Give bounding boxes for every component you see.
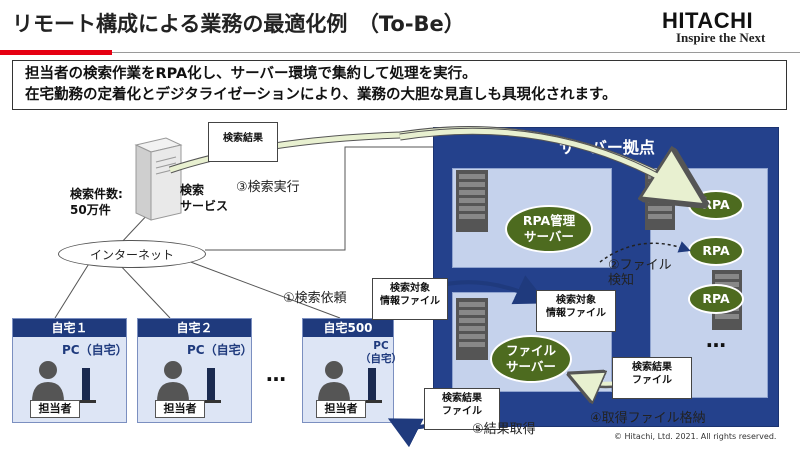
doc-search-target-mid: 検索対象 情報ファイル	[536, 290, 616, 332]
search-service-label: 検索 サービス	[180, 183, 229, 213]
rpa-node: RPA	[688, 284, 744, 314]
homes-ellipsis: …	[266, 362, 286, 386]
person-at-pc-icon	[318, 361, 382, 403]
home-title: 自宅１	[13, 319, 126, 337]
step-4-label: ④取得ファイル格納	[590, 411, 706, 426]
person-tag: 担当者	[155, 400, 205, 418]
arrow-search-exec-return	[399, 128, 692, 198]
title-accent-bar	[0, 50, 112, 55]
rpa-node-label: RPA	[702, 291, 730, 306]
rpa-manager-server: RPA管理 サーバー	[505, 205, 593, 253]
rpa-node-label: RPA	[702, 243, 730, 258]
doc-search-result-bottom: 検索結果 ファイル	[424, 388, 500, 430]
pc-label: PC（自宅）	[187, 343, 253, 357]
title-divider	[112, 52, 800, 53]
summary-line-1: 担当者の検索作業をRPA化し、サーバー環境で集約して処理を実行。	[25, 66, 477, 82]
internet-cloud: インターネット	[58, 240, 206, 268]
person-at-pc-icon	[32, 361, 96, 403]
home-title: 自宅500	[303, 319, 393, 337]
brand-tagline: Inspire the Next	[676, 30, 766, 45]
rack-server-icon	[456, 298, 488, 360]
person-at-pc-icon	[157, 361, 221, 403]
doc-search-target-left: 検索対象 情報ファイル	[372, 278, 448, 320]
internet-label: インターネット	[89, 247, 174, 262]
pc-label: PC （自宅）	[360, 340, 402, 365]
doc-label: 検索結果	[223, 132, 263, 144]
rpa-node: RPA	[688, 236, 744, 266]
slide-title: リモート構成による業務の最適化例 （To-Be）	[12, 12, 465, 36]
step-2-label: ②ファイル 検知	[608, 258, 672, 288]
doc-label: 検索結果 ファイル	[632, 362, 672, 386]
home-2: 自宅２	[137, 318, 252, 423]
hitachi-logo: HITACHI	[662, 8, 754, 33]
arrow-search-exec-return-outline	[399, 127, 690, 195]
line-internet-home1	[54, 261, 91, 319]
home-title: 自宅２	[138, 319, 251, 337]
pc-label: PC（自宅）	[62, 343, 128, 357]
search-server-icon	[134, 137, 183, 221]
summary-box: 担当者の検索作業をRPA化し、サーバー環境で集約して処理を実行。 在宅勤務の定着…	[12, 60, 787, 110]
person-tag: 担当者	[30, 400, 80, 418]
line-internet-home2	[117, 262, 171, 319]
doc-label: 検索対象 情報ファイル	[380, 283, 440, 307]
doc-label: 検索対象 情報ファイル	[546, 295, 606, 319]
doc-label: 検索結果 ファイル	[442, 393, 482, 417]
doc-search-result-right: 検索結果 ファイル	[612, 357, 692, 399]
line-internet-home500	[179, 257, 341, 319]
file-server: ファイル サーバー	[490, 335, 572, 383]
file-server-label: ファイル サーバー	[505, 343, 556, 374]
person-tag: 担当者	[316, 400, 366, 418]
rack-server-icon	[456, 170, 488, 232]
step-3-label: ③検索実行	[236, 180, 300, 195]
line-internet-server	[205, 146, 433, 251]
doc-search-result-top: 検索結果	[208, 122, 278, 162]
rpa-more-ellipsis: …	[706, 328, 726, 352]
search-count-label: 検索件数: 50万件	[70, 187, 123, 217]
step-1-label: ①検索依頼	[283, 291, 347, 306]
copyright: © Hitachi, Ltd. 2021. All rights reserve…	[614, 432, 777, 441]
summary-line-2: 在宅勤務の定着化とデジタライゼーションにより、業務の大胆な見直しも具現化されます…	[25, 87, 617, 103]
rpa-manager-label: RPA管理 サーバー	[522, 213, 576, 244]
step-5-label: ⑤結果取得	[472, 422, 536, 437]
